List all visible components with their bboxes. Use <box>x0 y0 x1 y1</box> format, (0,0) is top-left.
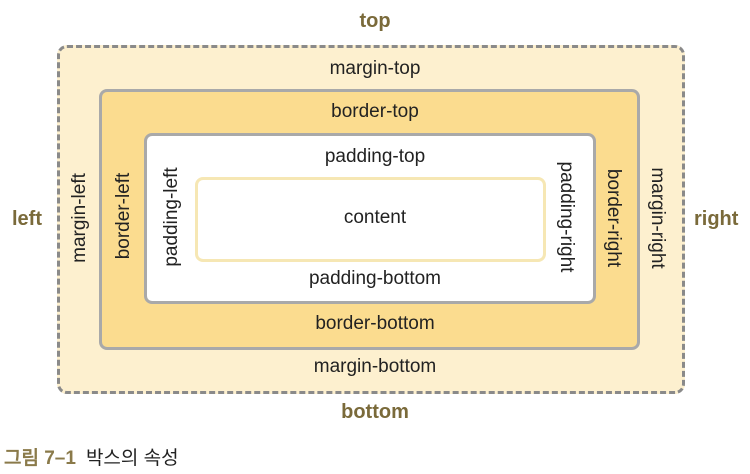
outer-right-label: right <box>694 208 739 230</box>
content-area <box>195 177 546 262</box>
figure-title: 박스의 속성 <box>85 448 179 469</box>
border-top-label: border-top <box>331 101 419 122</box>
figure-caption: 그림 7–1 박스의 속성 <box>4 448 179 470</box>
outer-top-label: top <box>359 10 391 32</box>
padding-top-label: padding-top <box>324 146 426 167</box>
outer-left-label: left <box>12 208 42 230</box>
border-bottom-label: border-bottom <box>315 313 435 334</box>
content-label: content <box>343 207 407 228</box>
figure-number: 그림 7–1 <box>4 448 76 469</box>
margin-bottom-label: margin-bottom <box>313 356 437 377</box>
padding-bottom-label: padding-bottom <box>308 268 442 289</box>
outer-bottom-label: bottom <box>341 401 409 423</box>
margin-top-label: margin-top <box>329 58 421 79</box>
